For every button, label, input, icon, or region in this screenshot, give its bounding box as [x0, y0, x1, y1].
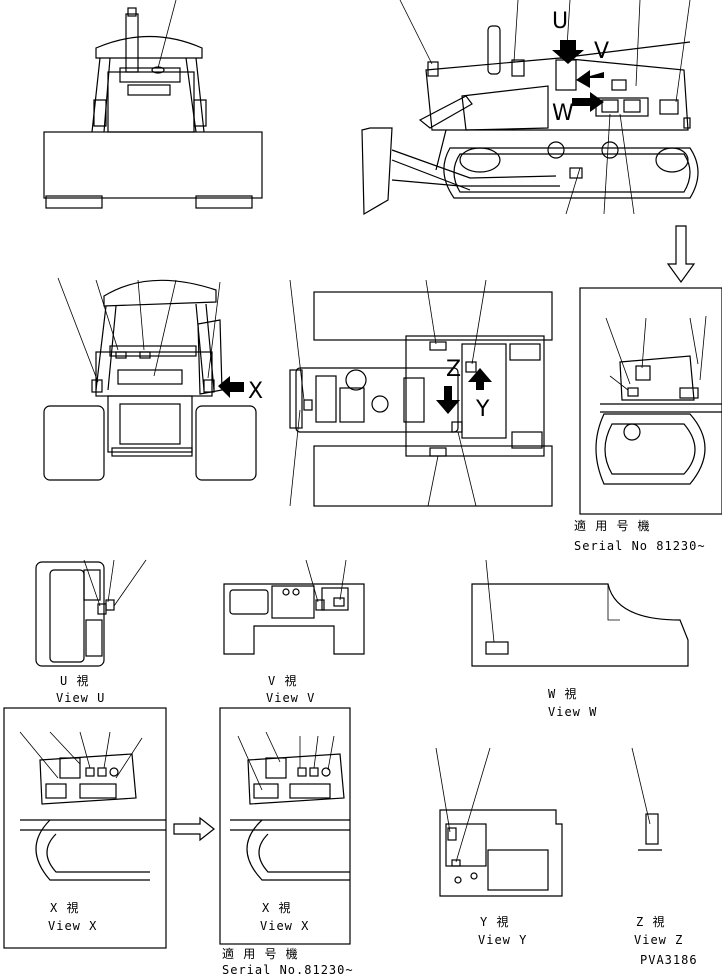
view-z: Z 視 View Z — [631, 747, 683, 947]
view-v-en: View V — [266, 691, 315, 705]
front-view-top — [43, 0, 263, 209]
letter-y: Y — [475, 397, 490, 422]
letter-v: V — [594, 39, 609, 64]
letter-w: W — [552, 101, 574, 126]
letter-u: U — [552, 9, 568, 34]
view-u-jp: U 視 — [60, 673, 89, 688]
view-u-en: View U — [56, 691, 105, 705]
view-x-left: X 視 View X — [3, 707, 167, 949]
top-view: Z Y — [289, 279, 553, 507]
view-z-jp: Z 視 — [636, 914, 665, 929]
letter-x: X — [248, 379, 263, 404]
rear-view: X — [43, 277, 263, 481]
letter-z: Z — [446, 357, 461, 382]
view-v: V 視 View V — [223, 559, 365, 705]
view-w: W 視 View W — [471, 559, 689, 719]
view-x-right: X 視 View X 適 用 号 機 Serial No.81230~ — [219, 707, 354, 977]
view-w-en: View W — [548, 705, 597, 719]
serial-top-jp: 適 用 号 機 — [574, 518, 651, 533]
view-x1-en: View X — [48, 919, 97, 933]
view-y-en: View Y — [478, 933, 527, 947]
view-x1-jp: X 視 — [50, 900, 79, 915]
drawing-code: PVA3186 — [640, 953, 698, 967]
view-u: U 視 View U — [35, 559, 147, 705]
view-x2-jp: X 視 — [262, 900, 291, 915]
right-arrow — [173, 816, 215, 842]
view-z-en: View Z — [634, 933, 683, 947]
inset-top-right: 適 用 号 機 Serial No 81230~ — [574, 287, 722, 553]
view-y-jp: Y 視 — [480, 914, 509, 929]
view-v-jp: V 視 — [268, 673, 297, 688]
serial-bottom-en: Serial No.81230~ — [222, 963, 354, 977]
side-view-top: U V W — [361, 0, 699, 216]
view-x2-en: View X — [260, 919, 309, 933]
serial-top-en: Serial No 81230~ — [574, 539, 706, 553]
serial-bottom-jp: 適 用 号 機 — [222, 946, 299, 961]
down-arrow — [666, 225, 696, 284]
view-w-jp: W 視 — [548, 686, 577, 701]
view-y: Y 視 View Y — [435, 747, 563, 947]
